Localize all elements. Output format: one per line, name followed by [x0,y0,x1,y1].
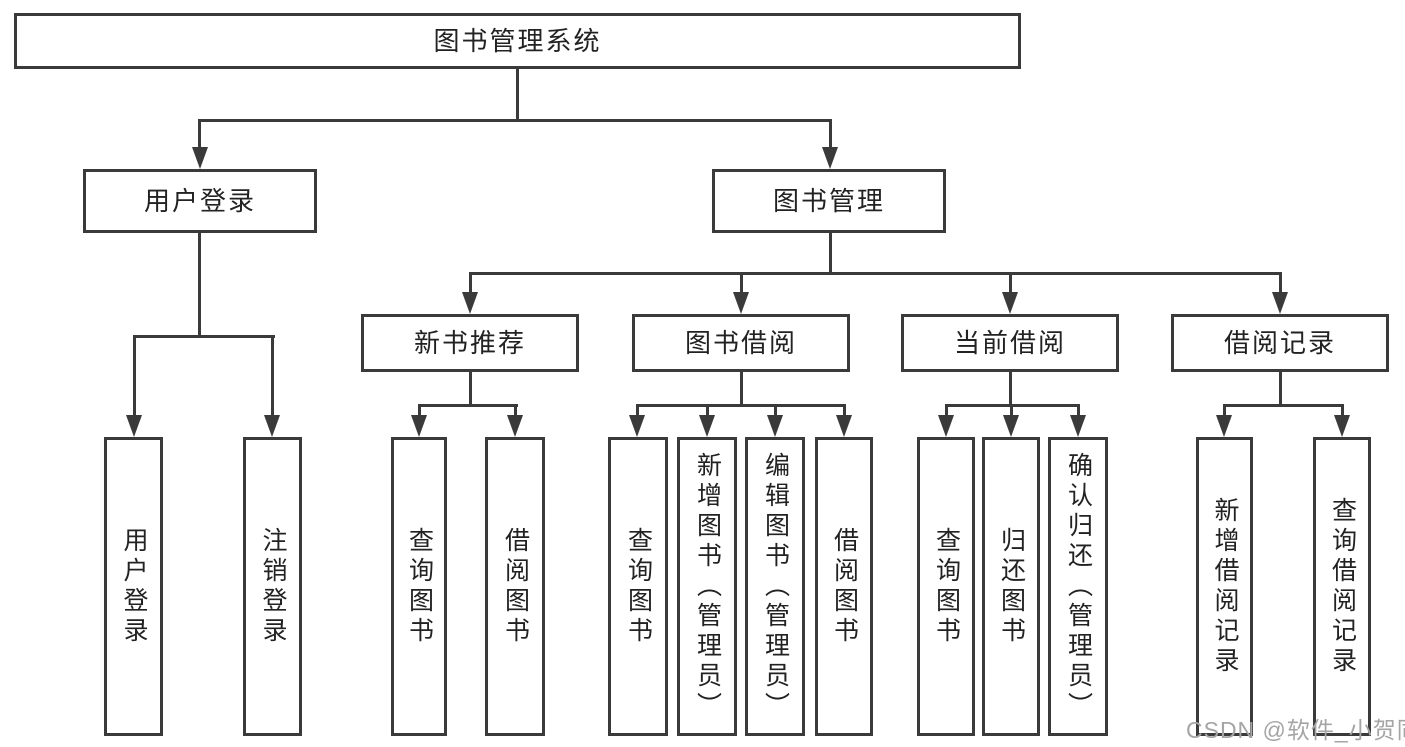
node-leaf-user-login: 用户登录 [104,437,163,736]
node-leaf-return-books: 归还图书 [982,437,1040,736]
connector-borrow-vertical [740,372,743,406]
connector-stem [1077,404,1080,418]
node-book-management: 图书管理 [712,169,946,233]
node-leaf-query-books-borrow: 查询图书 [608,437,668,736]
connector-records-vertical [1279,372,1282,406]
connector-root-vertical [516,69,519,121]
connector-level3-rail [469,272,1282,275]
arrowhead-down-icon [1002,292,1018,314]
node-leaf-confirm-return-admin: 确认归还（管理员） [1048,437,1108,736]
connector-borrow-rail [636,404,846,407]
node-leaf-add-borrow-record: 新增借阅记录 [1196,437,1253,736]
node-leaf-borrow-books-recommend: 借阅图书 [485,437,545,736]
node-leaf-logout: 注销登录 [243,437,302,736]
connector-stem [1223,404,1226,418]
connector-stem [774,404,777,418]
node-user-login: 用户登录 [83,169,317,233]
arrowhead-down-icon [767,415,783,437]
connector-login-vertical [198,232,201,337]
connector-current-vertical [1009,372,1012,406]
connector-stem [514,404,517,418]
connector-stem [271,335,274,417]
connector-records-rail [1223,404,1344,407]
connector-stem [945,404,948,418]
connector-stem [636,404,639,418]
connector-level2-rail [198,119,832,122]
connector-stem [198,119,201,151]
connector-stem [1010,404,1013,418]
connector-stem [469,272,472,295]
node-current-borrow: 当前借阅 [901,314,1119,372]
arrowhead-down-icon [1272,292,1288,314]
csdn-watermark: CSDN @软件_小贺同学 [1186,717,1405,743]
arrowhead-down-icon [822,147,838,169]
arrowhead-down-icon [192,147,208,169]
connector-stem [133,335,136,417]
arrowhead-down-icon [1216,415,1232,437]
node-leaf-edit-book-admin: 编辑图书（管理员） [745,437,805,736]
arrowhead-down-icon [1070,415,1086,437]
arrowhead-down-icon [836,415,852,437]
connector-stem [1341,404,1344,418]
arrowhead-down-icon [462,292,478,314]
connector-recommend-rail [418,404,518,407]
node-leaf-query-books-recommend: 查询图书 [391,437,447,736]
arrowhead-down-icon [733,292,749,314]
connector-stem [418,404,421,418]
connector-stem [740,272,743,295]
connector-login-rail [133,335,275,338]
node-borrow-records: 借阅记录 [1171,314,1389,372]
node-root: 图书管理系统 [14,13,1021,69]
connector-stem [1009,272,1012,295]
arrowhead-down-icon [629,415,645,437]
node-leaf-query-borrow-record: 查询借阅记录 [1313,437,1371,736]
node-new-book-recommend: 新书推荐 [361,314,579,372]
connector-recommend-vertical [469,372,472,406]
arrowhead-down-icon [938,415,954,437]
node-leaf-add-book-admin: 新增图书（管理员） [677,437,737,736]
node-leaf-borrow-books: 借阅图书 [815,437,873,736]
connector-management-vertical [829,233,832,275]
arrowhead-down-icon [699,415,715,437]
connector-stem [1279,272,1282,295]
arrowhead-down-icon [507,415,523,437]
arrowhead-down-icon [411,415,427,437]
arrowhead-down-icon [126,415,142,437]
arrowhead-down-icon [264,415,280,437]
connector-stem [829,119,832,151]
arrowhead-down-icon [1003,415,1019,437]
node-book-borrow: 图书借阅 [632,314,850,372]
connector-stem [706,404,709,418]
arrowhead-down-icon [1334,415,1350,437]
connector-stem [843,404,846,418]
node-leaf-query-books-current: 查询图书 [917,437,975,736]
